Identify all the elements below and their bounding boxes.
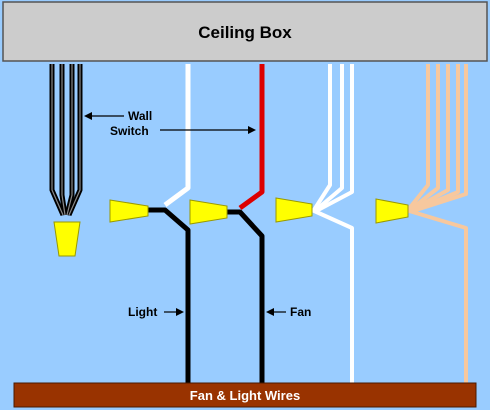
ground-wires xyxy=(405,64,468,385)
black-wire-light xyxy=(148,207,191,385)
white-neutral-wires xyxy=(311,64,354,385)
black-wire-bundle xyxy=(49,64,83,217)
ceiling-box xyxy=(2,1,488,62)
wire-nut-black-bundle xyxy=(53,221,81,257)
arrow-to-fan-wire xyxy=(266,308,286,316)
switch-label: Switch xyxy=(110,124,149,138)
arrow-to-light-wire xyxy=(164,308,184,316)
arrow-to-black-bundle xyxy=(84,112,124,120)
white-wire-switch xyxy=(163,64,191,208)
fan-light-wires-label: Fan & Light Wires xyxy=(190,388,300,403)
wire-nut-light xyxy=(109,199,149,223)
ceiling-box-label: Ceiling Box xyxy=(198,23,292,42)
black-wire-fan xyxy=(226,209,265,385)
wall-label: Wall xyxy=(128,109,152,123)
fan-light-wires-bar xyxy=(13,382,477,408)
wire-nut-neutral xyxy=(275,197,313,223)
arrow-to-red-wire xyxy=(160,126,256,134)
wire-nut-fan xyxy=(189,199,228,225)
light-label: Light xyxy=(128,305,157,319)
wire-nut-ground xyxy=(375,198,409,224)
fan-label: Fan xyxy=(290,305,311,319)
red-wire xyxy=(238,64,265,211)
